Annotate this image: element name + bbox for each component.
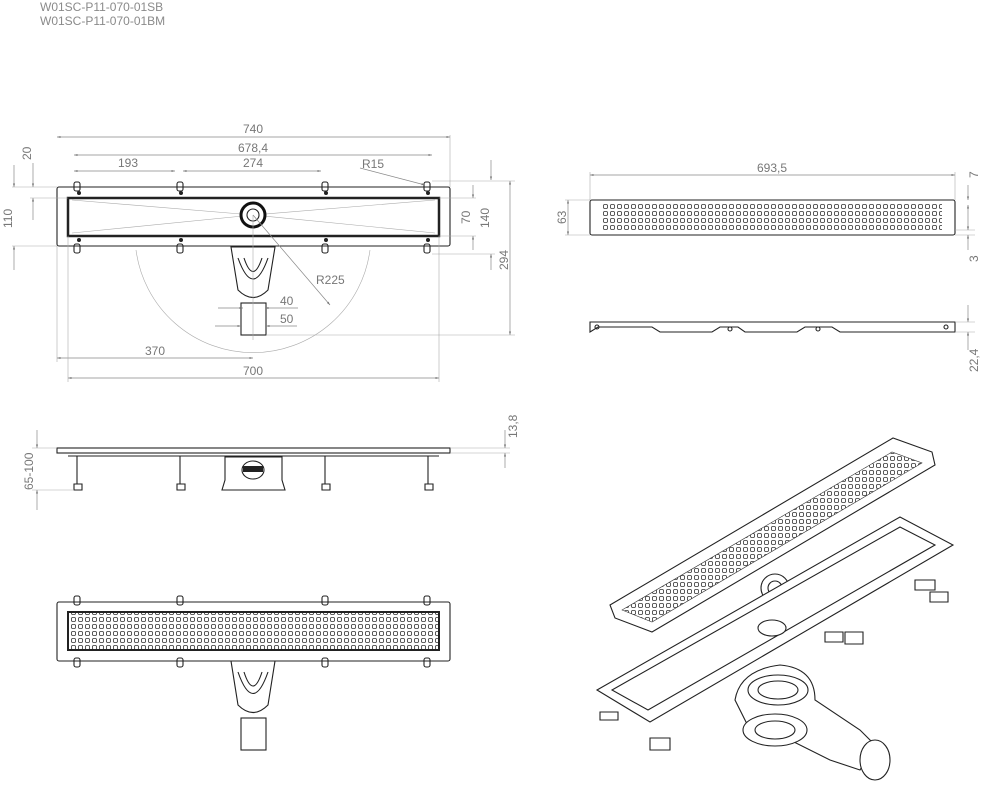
dim-70: 70 — [459, 210, 473, 224]
outlet-pipe — [240, 302, 267, 336]
dim-22-4: 22,4 — [967, 348, 981, 372]
side-view: 13,8 65-100 — [22, 414, 520, 510]
channel-plate — [56, 186, 451, 247]
swing-arc — [135, 249, 371, 353]
grate-top — [589, 199, 956, 236]
side-siphon — [221, 456, 286, 491]
dim-370: 370 — [145, 344, 165, 358]
dim-693: 693,5 — [757, 161, 787, 175]
dim-r225: R225 — [316, 273, 345, 287]
dim-7: 7 — [967, 171, 981, 178]
dim-3: 3 — [967, 255, 981, 262]
dim-274: 274 — [243, 156, 263, 170]
dim-678: 678,4 — [238, 141, 268, 155]
dim-50: 50 — [280, 312, 294, 326]
dim-740: 740 — [243, 122, 263, 136]
dim-r15: R15 — [362, 157, 384, 171]
isometric-view — [595, 437, 955, 781]
top-view: 740 678,4 193 274 R15 20 110 70 140 294 … — [1, 122, 515, 382]
dim-193: 193 — [118, 156, 138, 170]
dim-110: 110 — [1, 209, 15, 228]
side-plate — [56, 447, 451, 454]
dim-63: 63 — [555, 210, 569, 224]
dim-294: 294 — [497, 250, 511, 270]
product-code-bm: W01SC-P11-070-01BM — [40, 14, 166, 28]
dim-65-100: 65-100 — [22, 452, 36, 490]
channel-trough — [66, 196, 441, 238]
assembled-top-view — [56, 595, 451, 751]
dim-140: 140 — [478, 208, 492, 228]
grate-profile — [589, 321, 956, 333]
iso-channel — [595, 516, 955, 723]
grate-view: 693,5 7 63 3 22,4 — [555, 161, 981, 372]
dim-13-8: 13,8 — [506, 414, 520, 438]
dim-700: 700 — [243, 364, 263, 378]
dim-40: 40 — [280, 294, 294, 308]
product-code-sb: W01SC-P11-070-01SB — [40, 0, 164, 14]
dim-20: 20 — [20, 146, 34, 160]
